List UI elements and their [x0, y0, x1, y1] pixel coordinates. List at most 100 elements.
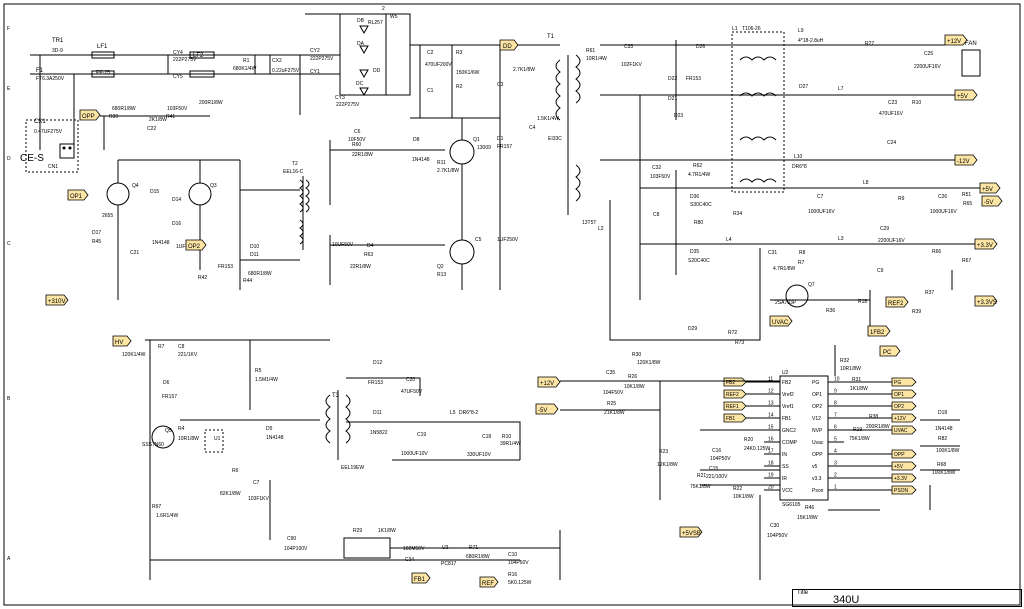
- label-r61: R61: [586, 48, 595, 54]
- label-q1-val: 13009: [477, 145, 491, 151]
- tag-5vsb: +5VSB: [679, 526, 703, 538]
- label-u1: U1: [214, 436, 221, 442]
- label-c22: 2K1/8W: [149, 117, 167, 123]
- label-l9-val: 4*18-2.8uH: [798, 38, 824, 44]
- label-l2: L2: [598, 226, 604, 232]
- label-r21: R21: [697, 473, 706, 479]
- label-r25: R25: [607, 401, 616, 407]
- svg-text:+5V: +5V: [982, 187, 993, 193]
- ic-net-tag: [891, 425, 917, 435]
- label-c4-val: C4: [529, 125, 536, 131]
- label-r6-val: 82K1/8W: [220, 491, 241, 497]
- ic-net-tag: [891, 413, 917, 423]
- label-r5: R5: [255, 368, 262, 374]
- label-l4: L4: [726, 237, 732, 243]
- label-r45-val: R45: [92, 239, 101, 245]
- ic-pin-num: 14: [768, 413, 774, 419]
- svg-text:2: 2: [382, 6, 385, 12]
- label-r5-val: 1.5M1/4W: [255, 377, 278, 383]
- svg-text:+12V: +12V: [947, 39, 961, 45]
- svg-text:E: E: [7, 86, 11, 92]
- ic-net-label: FB2: [726, 380, 735, 386]
- label-ces: CE-S: [20, 153, 44, 164]
- svg-text:FB1: FB1: [414, 577, 426, 583]
- label-l9: L9: [798, 28, 804, 34]
- label-120k: 120K1/4W: [122, 352, 146, 358]
- label-r72: R72: [728, 330, 737, 336]
- label-c21-val: C21: [130, 250, 139, 256]
- label-r36: R36: [826, 308, 835, 314]
- label-r20: R20: [744, 437, 753, 443]
- label-d36: D36: [690, 194, 699, 200]
- label-r4: R4: [178, 426, 185, 432]
- tag-ref-opt: REF: [479, 576, 499, 588]
- label-d18: D18: [938, 410, 947, 416]
- label-l1: L1: [732, 26, 738, 32]
- label-d5-val: 1N4148: [266, 435, 284, 441]
- ic-pin-num: 9: [834, 389, 837, 395]
- label-d11s-val: 1N5822: [370, 430, 388, 436]
- label-d29: D29: [688, 326, 697, 332]
- label-c19-val: 1000UF10V: [401, 451, 428, 457]
- label-r82-val: 100K1/8W: [936, 448, 960, 454]
- label-r23: R23: [659, 449, 668, 455]
- label-d27: D27: [799, 84, 808, 90]
- label-r25-val: 21K1/8W: [604, 410, 625, 416]
- label-r71-val: 102M50V: [403, 546, 425, 552]
- svg-text:D: D: [7, 156, 11, 162]
- label-r19-val: 75K1/8W: [849, 436, 870, 442]
- label-r68: R68: [937, 462, 946, 468]
- label-d22: D22: [668, 76, 677, 82]
- label-c20-val: 47UF50V: [401, 389, 423, 395]
- label-r61-val: 10R1/4W: [586, 56, 607, 62]
- label-l1-val: T106-26: [742, 26, 761, 32]
- controller-ic: U2 SG6105 11FB2FB212Vref2REF213Vref1REF1…: [560, 345, 960, 580]
- label-ei33c: EI33C: [548, 136, 562, 142]
- label-c6: C6: [354, 129, 361, 135]
- half-bridge-stage: C6 10F50V R60 22R1/8W D8 1N4148 Q1 13009…: [92, 44, 560, 300]
- tag-fb1-opt: FB1: [411, 572, 431, 584]
- label-r32-val: 10R1/8W: [840, 366, 861, 372]
- label-c8s: C8: [178, 344, 185, 350]
- label-r39-val: R39: [109, 114, 118, 120]
- input-stage: TR1 3D-9 LF1 EE-25 F1 FT6.3A250V CX1 0.4…: [20, 13, 500, 173]
- ic-pin-num: 10: [834, 377, 840, 383]
- label-c7o: C7: [817, 194, 824, 200]
- label-r39: 680R1/8W: [112, 106, 136, 112]
- label-r16-val: 680R1/8W: [466, 554, 490, 560]
- ic-pin-name: FB2: [782, 380, 791, 386]
- label-c35-val: 104F50V: [603, 390, 624, 396]
- label-l8: L8: [863, 180, 869, 186]
- label-c30: C30: [770, 523, 779, 529]
- label-r60-val: 22R1/8W: [352, 152, 373, 158]
- label-c16: C16: [712, 448, 721, 454]
- svg-text:OP1: OP1: [70, 194, 83, 200]
- label-cy4-val: 222P275V: [173, 57, 197, 63]
- ic-net-tag: [723, 377, 747, 387]
- tag-p5-out: +5V: [954, 89, 978, 101]
- label-q1: Q1: [473, 137, 480, 143]
- label-r18c: C10: [508, 552, 517, 558]
- label-q3: Q3: [210, 183, 217, 189]
- label-cn1: CN1: [48, 164, 58, 170]
- label-l7: L7: [838, 86, 844, 92]
- label-c33-val: 102F1KV: [621, 62, 643, 68]
- label-r46: R46: [805, 505, 814, 511]
- ic-pin-name: SS: [782, 464, 789, 470]
- label-da: DA: [357, 41, 365, 47]
- label-q4: Q4: [132, 183, 139, 189]
- label-cy2: CY2: [310, 48, 320, 54]
- label-r67s-val: 1.6R1/4W: [156, 513, 179, 519]
- label-c8s-val: 221/1KV: [178, 352, 198, 358]
- ic-pin-num: 19: [768, 473, 774, 479]
- ic-pin-num: 6: [834, 425, 837, 431]
- title-block: Title 340U: [792, 589, 1022, 607]
- svg-text:DD: DD: [503, 44, 512, 50]
- label-q5-val: SSS7N60: [142, 442, 164, 448]
- ic-pin-num: 2: [834, 473, 837, 479]
- label-c7o-val: 1000UF16V: [808, 209, 835, 215]
- label-r26: R26: [628, 374, 637, 380]
- label-l5: L5: [450, 410, 456, 416]
- tag-uvac-out: UVAC: [769, 315, 793, 327]
